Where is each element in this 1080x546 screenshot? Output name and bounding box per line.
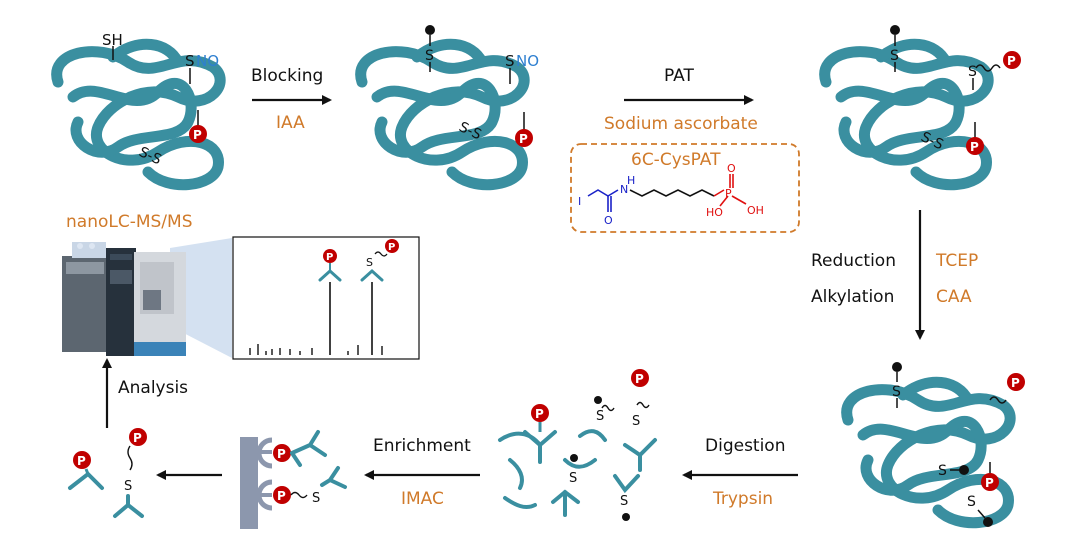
peptide-s-label-3: S [569,471,577,486]
digestion-label: Digestion [705,436,786,456]
protein-blocked: S S NO S-S P [361,25,539,185]
protein-coil-icon [847,382,1010,522]
phosphate-icon: P [129,428,147,446]
protein-coil-icon [825,44,988,184]
svg-text:P: P [326,252,333,263]
probe-o2: O [727,162,736,175]
alkyl-cap-icon [892,362,902,382]
phosphate-icon: P [515,129,533,147]
spectrum-s-label: S [366,256,373,269]
probe-ho: HO [706,206,723,219]
probe-name-label: 6C-CysPAT [631,150,721,170]
peptide-s-label-2: S [632,414,640,429]
mass-spectrometer-icon [62,238,232,358]
sno-s-label: S [185,52,195,70]
svg-text:P: P [277,447,286,461]
probe-n: N [620,183,628,196]
svg-text:P: P [985,476,994,490]
imac-label: IMAC [401,489,444,509]
phosphate-icon: P [273,486,291,504]
tcep-label: TCEP [936,251,979,271]
phosphate-icon: P [631,369,649,387]
protein-coil-icon [361,44,524,184]
probe-i: I [578,195,581,208]
peptide-s-label-4: S [620,494,628,509]
svg-text:P: P [519,132,528,146]
svg-text:P: P [1007,54,1016,68]
protein-reduced: S P S P S [847,362,1025,527]
probe-structure [587,174,747,212]
probe-o: O [604,214,613,227]
phosphate-icon: P [531,404,549,422]
reduced-s-label-2: S [938,463,947,479]
svg-text:P: P [388,242,395,253]
svg-text:P: P [970,140,979,154]
reduced-s-label-1: S [892,384,901,400]
thiol-label: SH [102,31,123,49]
bead-s-label: S [312,491,320,506]
phosphate-icon: P [1007,373,1025,391]
enriched-peptides: P P S [68,428,147,518]
phosphate-icon: P [189,125,207,143]
alkyl-cap-icon [425,25,435,46]
reduction-label: Reduction [811,251,896,271]
phosphate-icon: P [385,239,399,253]
protein-native: SH S NO S-S P [57,31,220,185]
blocking-label: Blocking [251,66,324,86]
alkyl-cap-icon [570,454,578,462]
protein-pat-labelled: S S P S-S P [825,25,1021,185]
spectrum-icon: P S P [232,236,420,360]
imac-bead-icon: P P S [240,430,347,529]
svg-text:P: P [1011,376,1020,390]
svg-text:P: P [77,454,86,468]
svg-text:P: P [133,431,142,445]
phosphate-icon: P [1003,51,1021,69]
alkyl-cap-icon [622,513,630,521]
phosphate-icon: P [273,444,291,462]
alkyl-cap-icon [950,465,969,475]
svg-text:P: P [193,128,202,142]
phosphate-icon: P [981,473,999,491]
blocked-s-label-3: S [890,48,899,64]
probe-oh: OH [747,204,764,217]
peptide-s-label-1: S [596,409,604,424]
enriched-s-label: S [124,479,132,494]
svg-text:P: P [277,489,286,503]
svg-text:P: P [535,407,544,421]
alkylation-label: Alkylation [811,287,895,307]
probe-box [570,143,800,233]
alkyl-cap-icon [890,25,900,46]
sno-no-label: NO [196,52,219,70]
sno-s-label-2: S [505,52,515,70]
alkyl-cap-icon [977,509,993,527]
caa-label: CAA [936,287,972,307]
pat-s-label: S [968,64,977,80]
reduced-s-label-3: S [967,494,976,510]
nanolc-msms-label: nanoLC-MS/MS [66,212,193,232]
blocked-s-label: S [425,48,434,64]
pat-label: PAT [664,66,694,86]
peptide-mixture: P S S P S S [498,369,657,521]
iaa-label: IAA [276,113,305,133]
phosphate-icon: P [966,137,984,155]
probe-p: P [725,187,732,200]
alkyl-cap-icon [594,396,602,404]
phosphate-icon: P [323,249,337,263]
analysis-label: Analysis [118,378,189,398]
probe-h: H [627,174,635,187]
phosphate-icon: P [73,451,91,469]
svg-text:P: P [635,372,644,386]
sno-no-label-2: NO [516,52,539,70]
enrichment-label: Enrichment [373,436,471,456]
trypsin-label: Trypsin [713,489,774,509]
sodium-ascorbate-label: Sodium ascorbate [604,114,758,134]
